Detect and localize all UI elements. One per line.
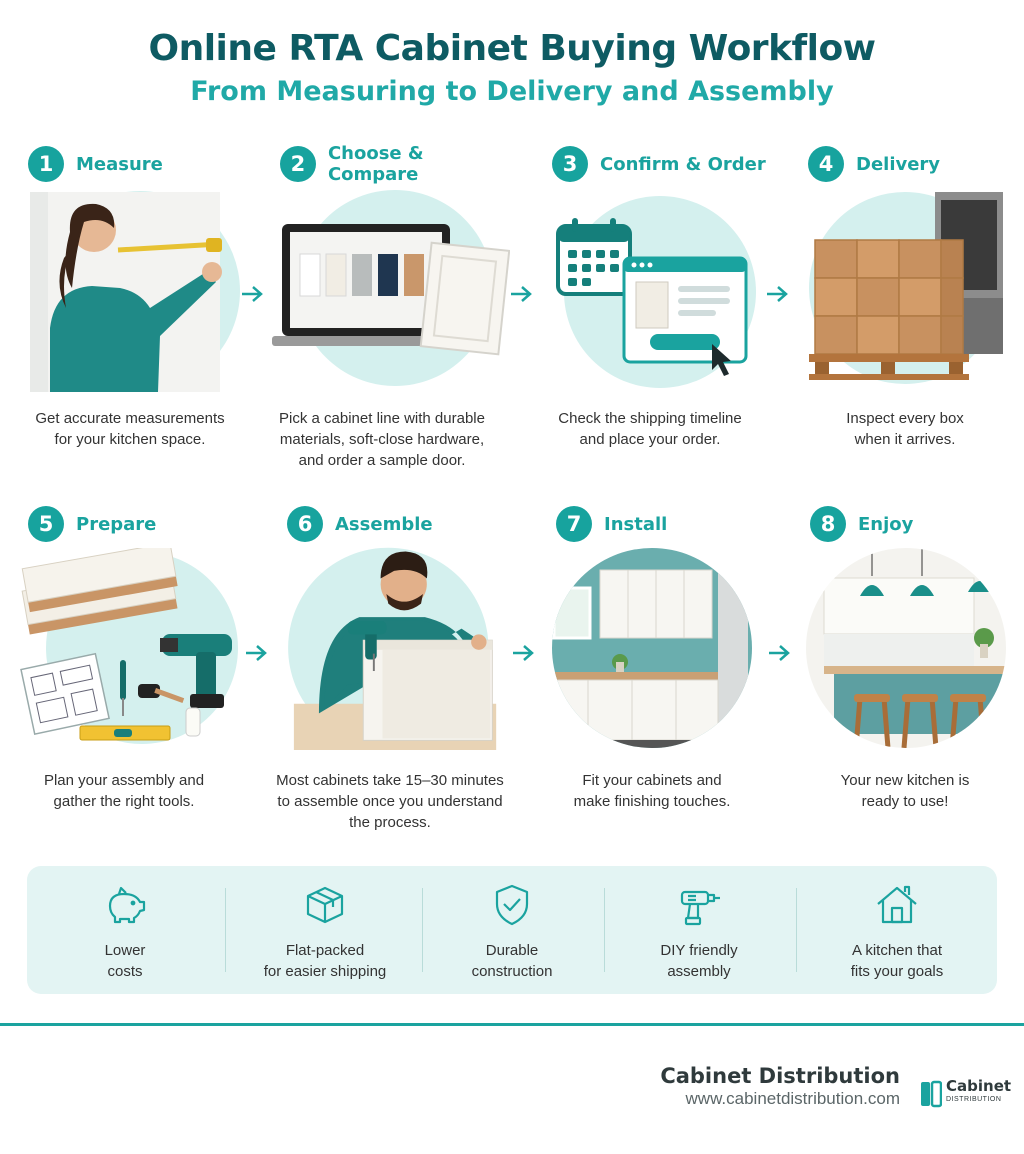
measuring-person-illustration — [10, 188, 250, 398]
step-title: Choose & Compare — [327, 143, 424, 185]
step-number: 8 — [810, 506, 846, 542]
footer-brand: Cabinet Distribution www.cabinetdistribu… — [660, 1064, 900, 1109]
calendar-order-illustration — [540, 188, 780, 398]
step-title: Prepare — [76, 513, 157, 535]
company-logo: Cabinet DISTRIBUTION — [920, 1078, 1011, 1110]
step-title: Assemble — [335, 513, 433, 535]
brand-name: Cabinet Distribution — [660, 1064, 900, 1088]
step-number: 6 — [287, 506, 323, 542]
piggy-bank-icon — [108, 886, 146, 924]
step-description: Get accurate measurements for your kitch… — [35, 410, 225, 448]
logo-mark-icon — [921, 1080, 942, 1108]
step-7: 7 Install — [556, 506, 796, 542]
step-number: 7 — [556, 506, 592, 542]
finished-kitchen-illustration — [784, 548, 1024, 758]
step-number: 5 — [28, 506, 64, 542]
step-number: 2 — [280, 146, 316, 182]
arrow-right-icon — [767, 286, 788, 302]
step-description: Your new kitchen is ready to use! — [840, 772, 970, 810]
divider — [796, 888, 797, 972]
step-title: Measure — [76, 153, 163, 175]
installed-kitchen-illustration — [530, 548, 770, 758]
step-description: Pick a cabinet line with durable materia… — [279, 410, 485, 469]
panels-and-tools-illustration — [10, 548, 250, 758]
arrow-right-icon — [769, 645, 790, 661]
benefit-kitchen-goals: A kitchen that fits your goals — [822, 866, 972, 994]
step-2: 2 Choose & Compare — [280, 143, 520, 185]
benefit-durable-construction: Durable construction — [442, 866, 582, 994]
house-icon — [877, 885, 917, 924]
step-8: 8 Enjoy — [810, 506, 1024, 542]
shield-check-icon — [495, 884, 529, 926]
step-description: Plan your assembly and gather the right … — [43, 772, 205, 810]
step-description: Fit your cabinets and make finishing tou… — [573, 772, 731, 810]
step-number: 4 — [808, 146, 844, 182]
step-description: Inspect every box when it arrives. — [846, 410, 964, 448]
step-title: Install — [604, 513, 668, 535]
step-4: 4 Delivery — [808, 146, 1024, 182]
person-assembling-cabinet-illustration — [276, 540, 516, 750]
page-title: Online RTA Cabinet Buying Workflow — [148, 28, 876, 69]
step-5: 5 Prepare — [28, 506, 268, 542]
step-title: Enjoy — [858, 513, 914, 535]
drill-icon — [680, 890, 720, 926]
step-number: 3 — [552, 146, 588, 182]
footer-rule — [0, 1023, 1024, 1026]
boxes-on-pallet-illustration — [785, 188, 1024, 398]
arrow-right-icon — [513, 645, 534, 661]
arrow-right-icon — [246, 645, 267, 661]
brand-url[interactable]: www.cabinetdistribution.com — [685, 1089, 900, 1108]
step-description: Check the shipping timeline and place yo… — [558, 410, 742, 448]
divider — [422, 888, 423, 972]
step-description: Most cabinets take 15–30 minutes to asse… — [276, 772, 504, 831]
step-1: 1 Measure — [28, 146, 268, 182]
arrow-right-icon — [511, 286, 532, 302]
benefit-flat-packed: Flat-packed for easier shipping — [245, 866, 405, 994]
step-3: 3 Confirm & Order — [552, 146, 792, 182]
step-6: 6 Assemble — [287, 506, 527, 542]
divider — [604, 888, 605, 972]
box-icon — [306, 886, 344, 924]
arrow-right-icon — [242, 286, 263, 302]
step-title: Confirm & Order — [600, 153, 766, 175]
page-subtitle: From Measuring to Delivery and Assembly — [190, 76, 834, 107]
divider — [225, 888, 226, 972]
benefit-diy-friendly: DIY friendly assembly — [624, 866, 774, 994]
step-number: 1 — [28, 146, 64, 182]
step-title: Delivery — [856, 153, 941, 175]
laptop-sample-door-illustration — [270, 188, 510, 398]
benefits-panel: Lower costs Flat-packed for easier shipp… — [27, 866, 997, 994]
benefit-lower-costs: Lower costs — [55, 866, 195, 994]
